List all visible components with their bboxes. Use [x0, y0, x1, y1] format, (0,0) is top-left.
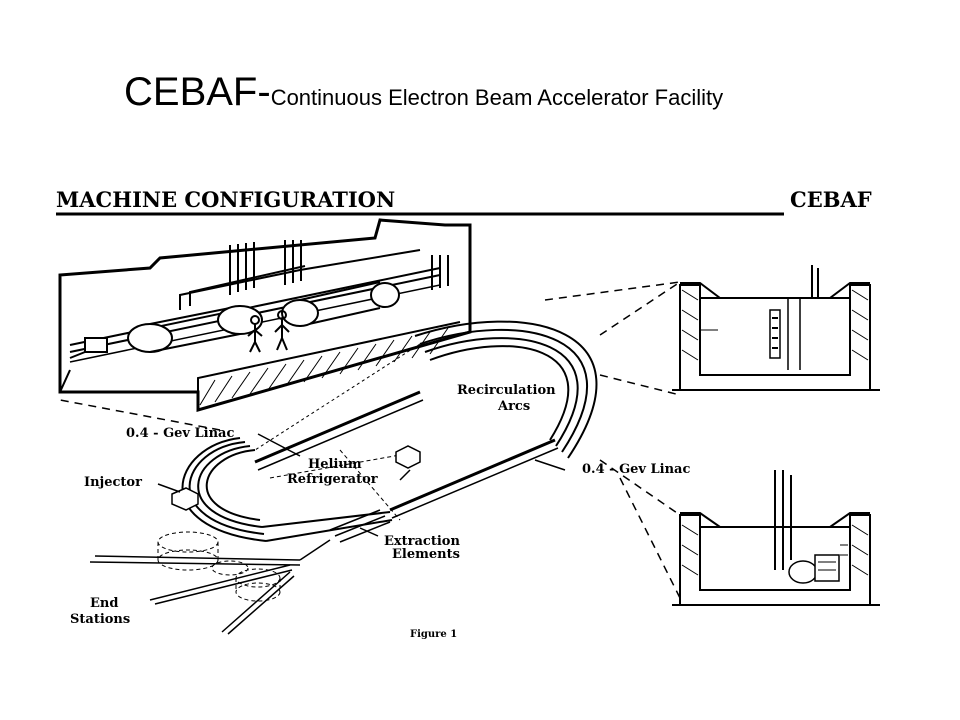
label-extraction-line1: Extraction [384, 534, 460, 549]
callout-lines [59, 281, 681, 599]
label-helium-line2: Refrigerator [287, 472, 378, 487]
label-helium-line1: Helium [308, 457, 362, 472]
label-end-line2: Stations [70, 612, 130, 627]
figure-header-left: MACHINE CONFIGURATION [56, 187, 395, 212]
tunnel-cross-section-top [672, 265, 880, 391]
label-end-line1: End [90, 596, 118, 611]
label-linac-left: 0.4 - Gev Linac [126, 426, 234, 441]
label-extraction-line2: Elements [392, 547, 460, 562]
tunnel-cutaway-illustration [58, 218, 472, 412]
racetrack-accelerator [89, 320, 598, 635]
slide-title: CEBAF-Continuous Electron Beam Accelerat… [124, 70, 723, 115]
label-recirculation-line1: Recirculation [457, 383, 556, 398]
label-recirculation-line2: Arcs [497, 399, 530, 414]
label-injector: Injector [84, 475, 142, 490]
title-subtitle: Continuous Electron Beam Accelerator Fac… [270, 85, 724, 110]
label-linac-right: 0.4 - Gev Linac [582, 462, 690, 477]
tunnel-cross-section-bottom [672, 470, 880, 606]
figure-header-right: CEBAF [790, 187, 872, 212]
title-main: CEBAF- [124, 70, 271, 114]
figure-caption: Figure 1 [410, 629, 457, 640]
leader-lines [157, 433, 566, 537]
